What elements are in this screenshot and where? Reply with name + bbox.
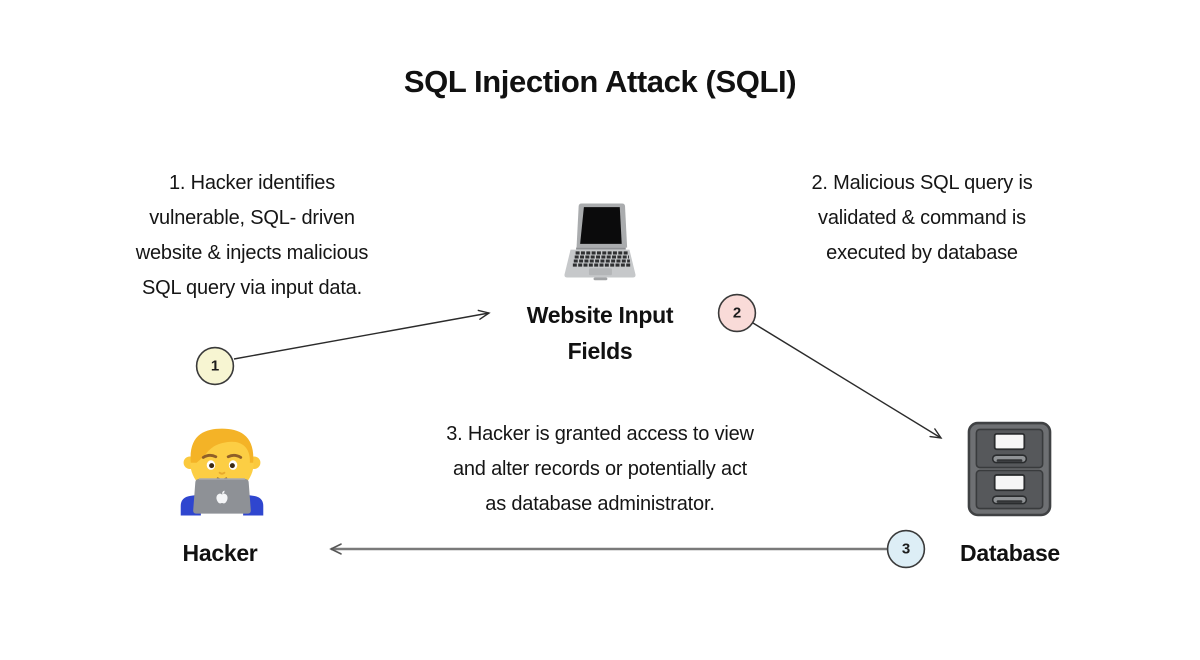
hacker-node-label: Hacker: [182, 540, 258, 566]
step1-line2: vulnerable, SQL- driven: [149, 207, 355, 229]
website-label-line2: Fields: [567, 338, 633, 364]
arrow-step1-line: [233, 312, 490, 360]
step3-text: 3. Hacker is granted access to view and …: [370, 417, 830, 522]
step1-text: 1. Hacker identifies vulnerable, SQL- dr…: [92, 166, 412, 306]
step3-badge-circle: [886, 529, 926, 569]
database-node-label: Database: [960, 540, 1060, 566]
step1-badge-number: 1: [211, 358, 219, 375]
step2-badge-circle: [717, 293, 757, 333]
step3-badge-number: 3: [902, 541, 910, 558]
step1-line4: SQL query via input data.: [142, 277, 362, 299]
step1-badge-circle: [195, 346, 235, 386]
step3-badge: 3: [886, 529, 926, 569]
step3-line3: as database administrator.: [485, 493, 715, 515]
website-node-label: Website Input Fields: [470, 297, 730, 369]
step2-text: 2. Malicious SQL query is validated & co…: [762, 166, 1082, 271]
man-technologist-icon: [180, 428, 264, 516]
step3-line2: and alter records or potentially act: [452, 458, 748, 480]
step1-badge: 1: [195, 346, 235, 386]
arrow-step2-head: [929, 428, 943, 439]
step2-line1: 2. Malicious SQL query is: [811, 172, 1033, 194]
step2-line3: executed by database: [826, 242, 1018, 264]
step2-badge: 2: [717, 293, 757, 333]
step1-line1: 1. Hacker identifies: [168, 172, 336, 194]
laptop-icon: [564, 203, 636, 281]
step3-line1: 3. Hacker is granted access to view: [446, 423, 754, 445]
step2-line2: validated & command is: [818, 207, 1026, 229]
step2-badge-number: 2: [733, 305, 741, 322]
website-label-line1: Website Input: [526, 302, 674, 328]
page-title: SQL Injection Attack (SQLI): [403, 64, 797, 99]
arrow-step3-head: [329, 543, 342, 555]
step1-line3: website & injects malicious: [135, 242, 369, 264]
file-cabinet-icon: [967, 421, 1052, 517]
